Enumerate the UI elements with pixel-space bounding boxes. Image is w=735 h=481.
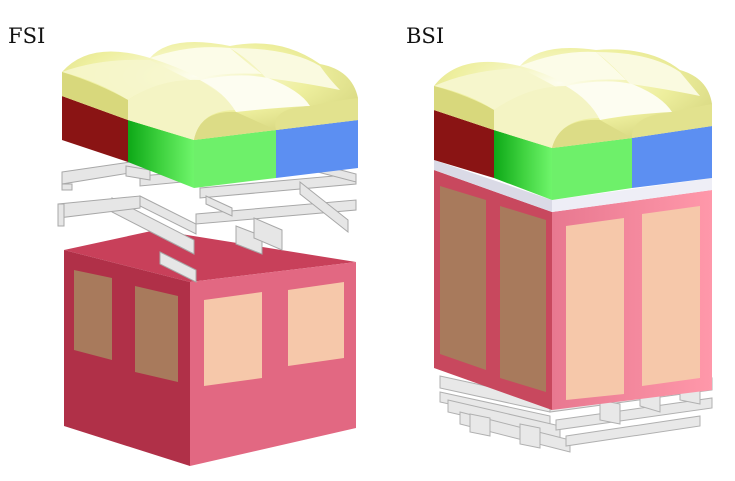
photodiode (204, 292, 262, 386)
blue-filter (632, 126, 712, 188)
photodiode (642, 206, 700, 386)
photodiode (566, 218, 624, 400)
red-filter (62, 96, 128, 162)
fsi-microlenses (62, 42, 358, 140)
red-filter (434, 110, 494, 178)
bsi-substrate (434, 170, 712, 410)
fsi-label: FSI (8, 24, 46, 48)
photodiode (135, 286, 178, 382)
blue-filter (276, 120, 358, 178)
green-filter (128, 120, 194, 188)
green-filter (494, 130, 552, 200)
fsi-color-filters (62, 96, 358, 188)
green-filter (194, 130, 276, 188)
fsi-substrate (64, 230, 356, 466)
photodiode (440, 186, 486, 370)
bsi-insulation-layer (434, 160, 712, 212)
bsi-microlenses (434, 48, 712, 148)
green-filter (552, 138, 632, 200)
photodiode (500, 206, 546, 392)
bsi-color-filters (434, 110, 712, 200)
photodiode (74, 270, 112, 360)
fsi-pixel-diagram (57, 42, 358, 466)
bsi-pixel-diagram (434, 48, 713, 453)
bsi-label: BSI (406, 24, 445, 48)
photodiode (288, 282, 344, 366)
